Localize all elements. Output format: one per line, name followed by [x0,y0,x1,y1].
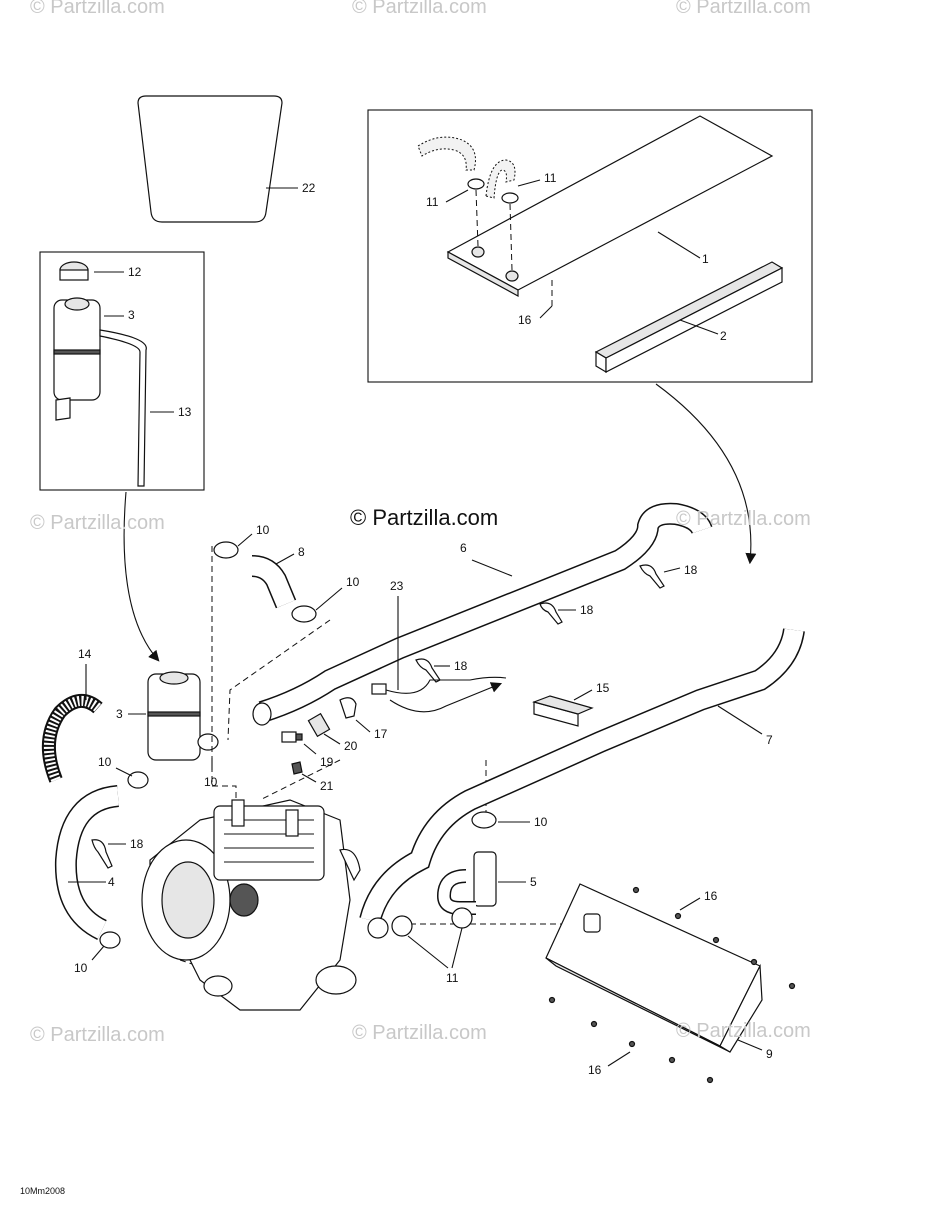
callout-7: 7 [766,733,773,747]
callout-11: 11 [544,171,557,185]
part-3-reservoir[interactable] [53,297,101,421]
callout-18: 18 [580,603,594,617]
callout-8: 8 [298,545,305,559]
callout-10: 10 [204,775,218,789]
part-21-nut[interactable] [291,761,303,775]
part-18-cable-tie[interactable] [415,564,665,683]
part-20-sensor[interactable] [307,712,331,738]
brand-watermark: © Partzilla.com [350,505,499,530]
watermark: © Partzilla.com [676,1020,811,1042]
callout-5: 5 [530,875,537,889]
callout-3: 3 [116,707,123,721]
callout-2: 2 [720,329,727,343]
watermark: © Partzilla.com [30,0,165,18]
part-22-panel[interactable] [137,95,298,223]
watermark: © Partzilla.com [30,512,165,534]
callout-10: 10 [74,961,88,975]
callout-20: 20 [344,739,358,753]
callout-21: 21 [320,779,334,793]
assembly-line [259,759,341,801]
assembly-line [227,619,331,741]
part-15-block[interactable] [532,695,594,727]
callout-16: 16 [518,313,532,327]
callout-22: 22 [302,181,316,195]
callout-16: 16 [704,889,718,903]
callout-11: 11 [446,971,459,985]
callout-6: 6 [460,541,467,555]
inset-hose-b [485,159,516,199]
part-7-hose[interactable] [359,628,805,924]
watermark: © Partzilla.com [676,508,811,530]
callout-18: 18 [684,563,698,577]
callout-3: 3 [128,308,135,322]
part-9-heat-exchanger[interactable] [545,883,763,1053]
part-14-corrugated-hose[interactable] [41,694,103,783]
part-23-sensor-harness[interactable] [371,596,507,713]
callout-10: 10 [346,575,360,589]
inset-hose-a [417,136,476,171]
part-4-hose[interactable] [54,785,120,940]
reservoir-pointer-arrow [123,491,160,662]
inset-heat-exchanger [367,109,813,383]
callout-14: 14 [78,647,92,661]
inset-reservoir [39,251,205,491]
callout-19: 19 [320,755,334,769]
watermark: © Partzilla.com [352,1022,487,1044]
part-17-clip[interactable] [339,697,357,719]
callout-9: 9 [766,1047,773,1061]
part-6-hose[interactable] [252,502,713,726]
part-19-fitting[interactable] [281,731,303,743]
callout-1: 1 [702,252,709,266]
part-1-heat-exchanger[interactable] [446,115,774,298]
part-16-screw[interactable] [548,886,796,1084]
part-11-collar[interactable] [467,178,519,282]
callout-12: 12 [128,265,142,279]
part-10-clamp[interactable] [99,541,497,949]
part-3-reservoir-main[interactable] [147,671,201,761]
callout-10: 10 [256,523,270,537]
watermark: © Partzilla.com [352,0,487,18]
part-5-fitting[interactable] [436,851,497,915]
callout-10: 10 [98,755,112,769]
engine-block [141,799,361,1011]
part-8-elbow[interactable] [251,555,297,609]
diagram-code: 10Mm2008 [20,1186,66,1196]
callout-10: 10 [534,815,548,829]
callout-4: 4 [108,875,115,889]
assembly-line [211,546,237,800]
callout-23: 23 [390,579,404,593]
part-2-rail[interactable] [594,261,784,374]
callout-18: 18 [130,837,144,851]
inset-pointer-arrow [655,383,757,565]
watermark: © Partzilla.com [30,1024,165,1046]
callout-16: 16 [588,1063,602,1077]
part-13-overflow-tube[interactable] [99,329,147,487]
part-12-cap[interactable] [59,261,89,281]
callout-11: 11 [426,195,439,209]
callout-18: 18 [454,659,468,673]
callout-13: 13 [178,405,192,419]
watermark: © Partzilla.com [676,0,811,18]
callout-15: 15 [596,681,610,695]
part-18-cable-tie[interactable] [91,839,113,869]
callout-17: 17 [374,727,388,741]
